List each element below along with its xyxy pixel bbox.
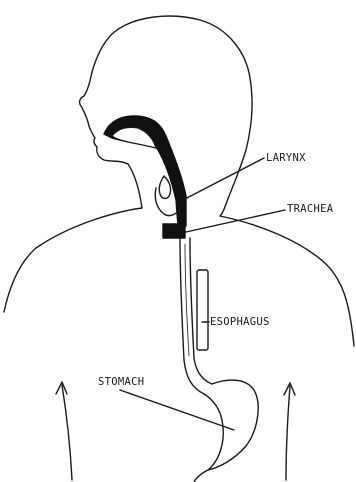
esophagus-inner-line — [185, 244, 189, 356]
right-torso-line — [286, 386, 290, 480]
larynx-leader-line — [183, 158, 264, 200]
head-outline — [80, 16, 253, 216]
left-torso-arrow — [56, 382, 67, 394]
trachea-band — [163, 224, 185, 238]
stomach-leader-line — [120, 390, 234, 430]
larynx-label: LARYNX — [266, 153, 306, 164]
left-torso-line — [62, 385, 72, 480]
esophagus-label: ESOPHAGUS — [210, 317, 270, 328]
trachea-leader-line — [186, 210, 285, 232]
epiglottis — [159, 176, 170, 199]
esophagus-segment — [197, 270, 208, 350]
stomach-outline — [194, 380, 258, 482]
left-shoulder-outline — [4, 208, 142, 312]
stomach-label: STOMACH — [98, 377, 144, 388]
trachea-label: TRACHEA — [287, 204, 333, 215]
